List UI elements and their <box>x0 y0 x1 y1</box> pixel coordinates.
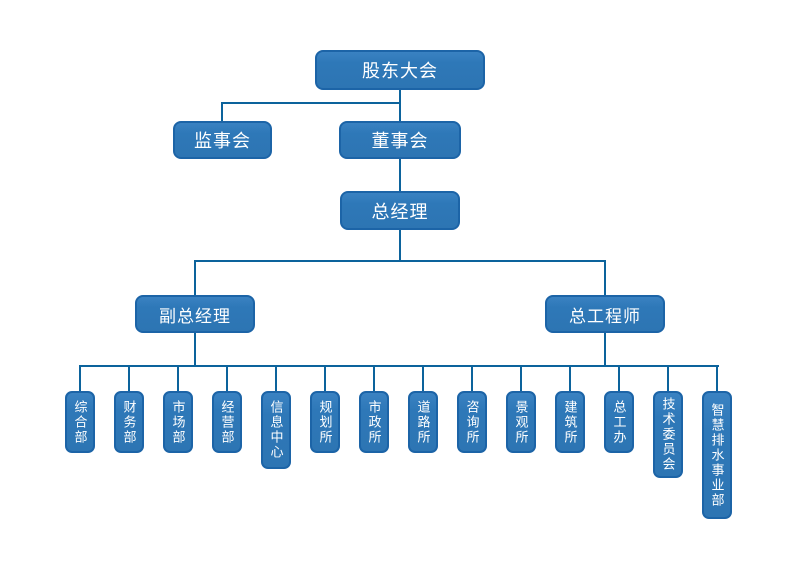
connector-line <box>275 366 277 391</box>
org-node-supervisory-board[interactable]: 监事会 <box>173 121 272 159</box>
connector-line <box>177 366 179 391</box>
connector-line <box>716 366 718 391</box>
org-node-dept-information-center[interactable]: 信息中心 <box>261 391 291 469</box>
org-node-dept-chief-engineer-office[interactable]: 总工办 <box>604 391 634 453</box>
connector-line <box>221 103 223 121</box>
org-node-shareholders-meeting[interactable]: 股东大会 <box>315 50 485 90</box>
org-node-board-of-directors[interactable]: 董事会 <box>339 121 461 159</box>
connector-line <box>604 261 606 295</box>
org-node-dept-technical-committee[interactable]: 技术委员会 <box>653 391 683 478</box>
connector-line <box>667 366 669 391</box>
connector-line <box>471 366 473 391</box>
connector-line <box>226 366 228 391</box>
org-node-general-manager[interactable]: 总经理 <box>340 191 460 230</box>
connector-line <box>324 366 326 391</box>
connector-line <box>569 366 571 391</box>
org-node-dept-architecture-institute[interactable]: 建筑所 <box>555 391 585 453</box>
connector-line <box>221 102 401 104</box>
connector-line <box>399 158 401 191</box>
org-node-deputy-general-manager[interactable]: 副总经理 <box>135 295 255 333</box>
connector-line <box>618 366 620 391</box>
connector-line <box>399 230 401 261</box>
connector-line <box>604 333 606 366</box>
org-node-dept-smart-drainage-division[interactable]: 智慧排水事业部 <box>702 391 732 519</box>
connector-line <box>520 366 522 391</box>
connector-line <box>194 260 606 262</box>
org-node-dept-operations[interactable]: 经营部 <box>212 391 242 453</box>
org-node-dept-general-affairs[interactable]: 综合部 <box>65 391 95 453</box>
org-node-dept-landscape-institute[interactable]: 景观所 <box>506 391 536 453</box>
connector-line <box>79 366 81 391</box>
connector-line <box>422 366 424 391</box>
org-node-dept-road-institute[interactable]: 道路所 <box>408 391 438 453</box>
connector-line <box>194 333 196 366</box>
org-node-dept-planning-institute[interactable]: 规划所 <box>310 391 340 453</box>
connector-line <box>194 261 196 295</box>
connector-line <box>373 366 375 391</box>
connector-line <box>128 366 130 391</box>
org-node-dept-finance[interactable]: 财务部 <box>114 391 144 453</box>
org-node-dept-marketing[interactable]: 市场部 <box>163 391 193 453</box>
org-node-chief-engineer[interactable]: 总工程师 <box>545 295 665 333</box>
org-node-dept-consulting-institute[interactable]: 咨询所 <box>457 391 487 453</box>
connector-line <box>79 365 719 367</box>
connector-line <box>399 90 401 121</box>
org-node-dept-municipal-institute[interactable]: 市政所 <box>359 391 389 453</box>
